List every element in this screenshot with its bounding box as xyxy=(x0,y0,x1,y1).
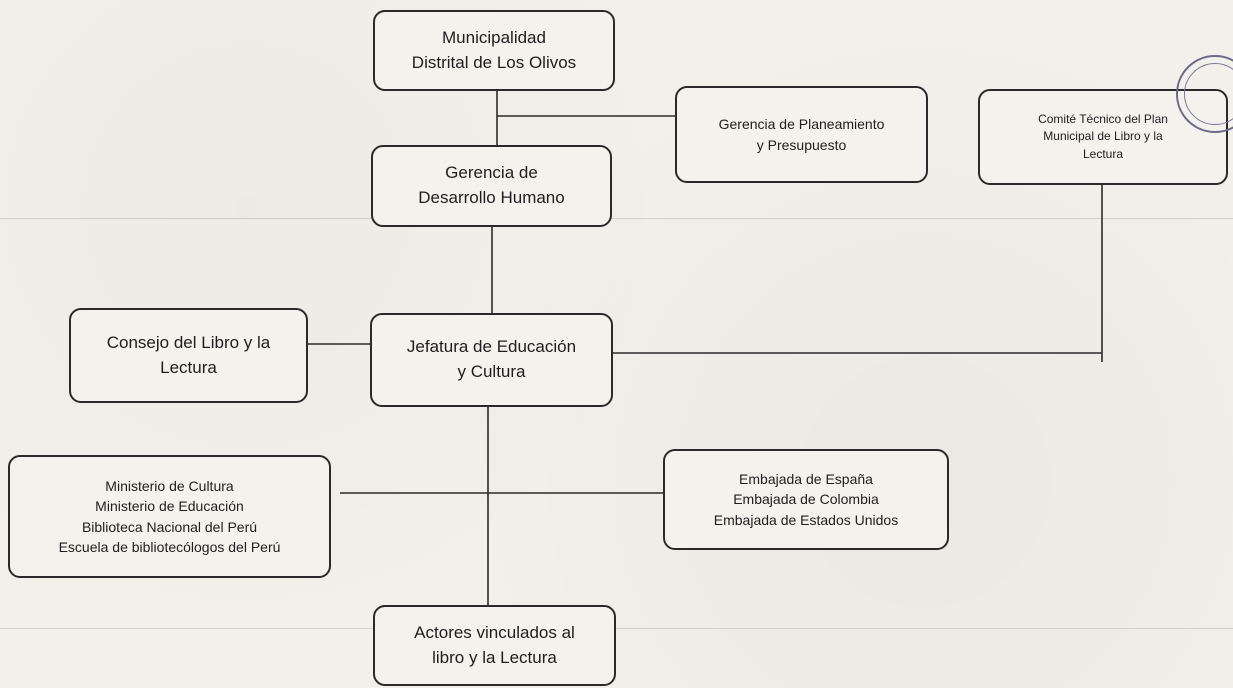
node-consejo: Consejo del Libro y la Lectura xyxy=(69,308,308,403)
node-ministerios-label: Ministerio de Cultura Ministerio de Educ… xyxy=(58,477,281,555)
node-embajadas-label: Embajada de España Embajada de Colombia … xyxy=(713,471,899,528)
node-gerencia-desarrollo-humano: Gerencia de Desarrollo Humano xyxy=(371,145,612,227)
node-comite-label: Comité Técnico del Plan Municipal de Lib… xyxy=(1038,111,1168,161)
node-municipalidad-label: Municipalidad Distrital de Los Olivos xyxy=(411,27,577,72)
node-ministerios: Ministerio de Cultura Ministerio de Educ… xyxy=(8,455,331,578)
page-fold-line xyxy=(0,218,1233,219)
node-planeamiento-label: Gerencia de Planeamiento y Presupuesto xyxy=(718,116,885,153)
node-comite: Comité Técnico del Plan Municipal de Lib… xyxy=(978,55,1233,185)
node-planeamiento: Gerencia de Planeamiento y Presupuesto xyxy=(675,86,928,183)
node-jefatura: Jefatura de Educación y Cultura xyxy=(370,313,613,407)
node-gerencia-label: Gerencia de Desarrollo Humano xyxy=(418,163,565,207)
node-jefatura-label: Jefatura de Educación y Cultura xyxy=(406,337,577,381)
node-actores-label: Actores vinculados al libro y la Lectura xyxy=(414,622,575,667)
node-embajadas: Embajada de España Embajada de Colombia … xyxy=(663,449,949,550)
node-consejo-label: Consejo del Libro y la Lectura xyxy=(106,332,271,377)
page-fold-line xyxy=(0,628,1233,629)
node-actores: Actores vinculados al libro y la Lectura xyxy=(373,605,616,686)
node-municipalidad: Municipalidad Distrital de Los Olivos xyxy=(373,10,615,91)
